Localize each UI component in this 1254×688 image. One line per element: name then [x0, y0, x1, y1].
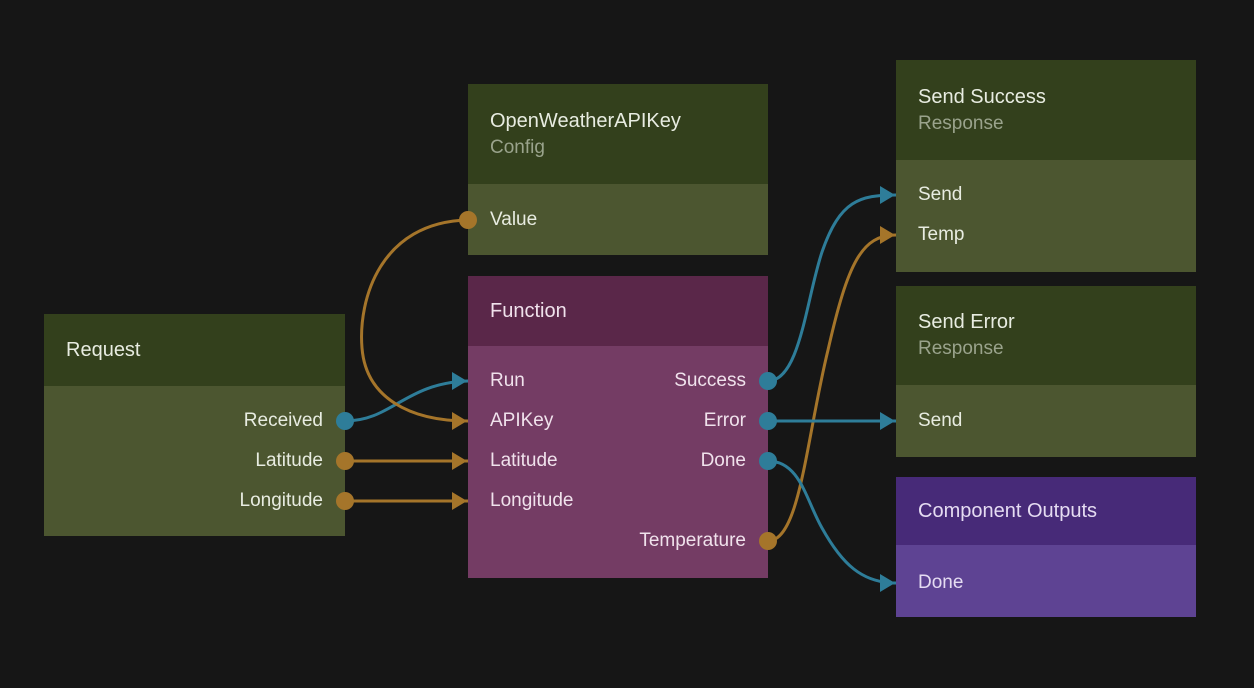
- input-port-label: Latitude: [490, 450, 558, 471]
- input-port-function-apikey[interactable]: APIKey: [468, 408, 768, 434]
- port-connector-arrow[interactable]: [452, 412, 467, 430]
- output-port-label: Done: [700, 450, 746, 471]
- node-body-component-outputs: Done: [896, 545, 1196, 617]
- output-port-label: Error: [703, 410, 746, 431]
- node-header-component-outputs[interactable]: Component Outputs: [896, 477, 1196, 545]
- output-port-openweatherapikey-value[interactable]: Value: [468, 207, 768, 233]
- node-title-function: Function: [490, 299, 567, 322]
- input-port-label: Longitude: [490, 490, 574, 511]
- output-port-function-done[interactable]: Done: [468, 448, 768, 474]
- output-port-label: Longitude: [239, 490, 323, 511]
- input-port-send-success-temp[interactable]: Temp: [896, 222, 1196, 248]
- node-title-send-success: Send Success: [918, 85, 1046, 108]
- output-port-label: Temperature: [639, 530, 746, 551]
- port-connector-arrow[interactable]: [880, 186, 895, 204]
- output-port-request-longitude[interactable]: Longitude: [44, 488, 345, 514]
- output-port-label: Received: [243, 410, 323, 431]
- output-port-request-latitude[interactable]: Latitude: [44, 448, 345, 474]
- node-header-function[interactable]: Function: [468, 276, 768, 346]
- node-body-openweatherapikey: Value: [468, 184, 768, 255]
- output-port-function-success[interactable]: Success: [468, 368, 768, 394]
- node-subtitle-send-error: Response: [918, 338, 1004, 359]
- input-port-label: Run: [490, 370, 525, 391]
- node-title-component-outputs: Component Outputs: [918, 499, 1097, 522]
- input-port-function-latitude[interactable]: Latitude: [468, 448, 768, 474]
- port-connector-dot[interactable]: [759, 412, 777, 430]
- node-title-request: Request: [66, 338, 141, 361]
- port-connector-dot[interactable]: [336, 412, 354, 430]
- node-body-send-error: Send: [896, 385, 1196, 457]
- input-port-component-outputs-done[interactable]: Done: [896, 570, 1196, 596]
- port-connector-dot[interactable]: [336, 452, 354, 470]
- edge-temperature-to-temp[interactable]: [766, 233, 898, 543]
- port-connector-dot[interactable]: [759, 372, 777, 390]
- port-connector-arrow[interactable]: [452, 492, 467, 510]
- output-port-request-received[interactable]: Received: [44, 408, 345, 434]
- input-port-label: Send: [918, 184, 963, 205]
- input-port-label: Done: [918, 572, 964, 593]
- input-port-send-success-send[interactable]: Send: [896, 182, 1196, 208]
- port-connector-dot[interactable]: [459, 211, 477, 229]
- node-title-send-error: Send Error: [918, 311, 1015, 333]
- port-connector-dot[interactable]: [759, 532, 777, 550]
- output-port-label: Value: [490, 209, 538, 230]
- output-port-function-error[interactable]: Error: [468, 408, 768, 434]
- output-port-label: Success: [674, 370, 746, 391]
- output-port-function-temperature[interactable]: Temperature: [468, 528, 768, 554]
- edge-value-to-apikey[interactable]: [360, 218, 470, 423]
- port-connector-arrow[interactable]: [880, 412, 895, 430]
- port-connector-arrow[interactable]: [452, 452, 467, 470]
- node-subtitle-openweatherapikey: Config: [490, 136, 545, 158]
- edge-success-to-send[interactable]: [766, 193, 898, 383]
- input-port-label: Send: [918, 410, 963, 431]
- input-port-label: APIKey: [490, 410, 554, 431]
- port-connector-dot[interactable]: [336, 492, 354, 510]
- input-port-function-run[interactable]: Run: [468, 368, 768, 394]
- port-connector-arrow[interactable]: [880, 226, 895, 244]
- port-connector-arrow[interactable]: [452, 372, 467, 390]
- port-connector-dot[interactable]: [759, 452, 777, 470]
- node-header-request[interactable]: Request: [44, 314, 345, 386]
- output-port-label: Latitude: [255, 450, 323, 471]
- edge-done-to-done[interactable]: [766, 459, 898, 585]
- edge-received-to-run[interactable]: [343, 379, 470, 423]
- input-port-function-longitude[interactable]: Longitude: [468, 488, 768, 514]
- port-connector-arrow[interactable]: [880, 574, 895, 592]
- node-subtitle-send-success: Response: [918, 112, 1004, 134]
- input-port-send-error-send[interactable]: Send: [896, 408, 1196, 434]
- input-port-label: Temp: [918, 224, 965, 245]
- node-title-openweatherapikey: OpenWeatherAPIKey: [490, 109, 681, 132]
